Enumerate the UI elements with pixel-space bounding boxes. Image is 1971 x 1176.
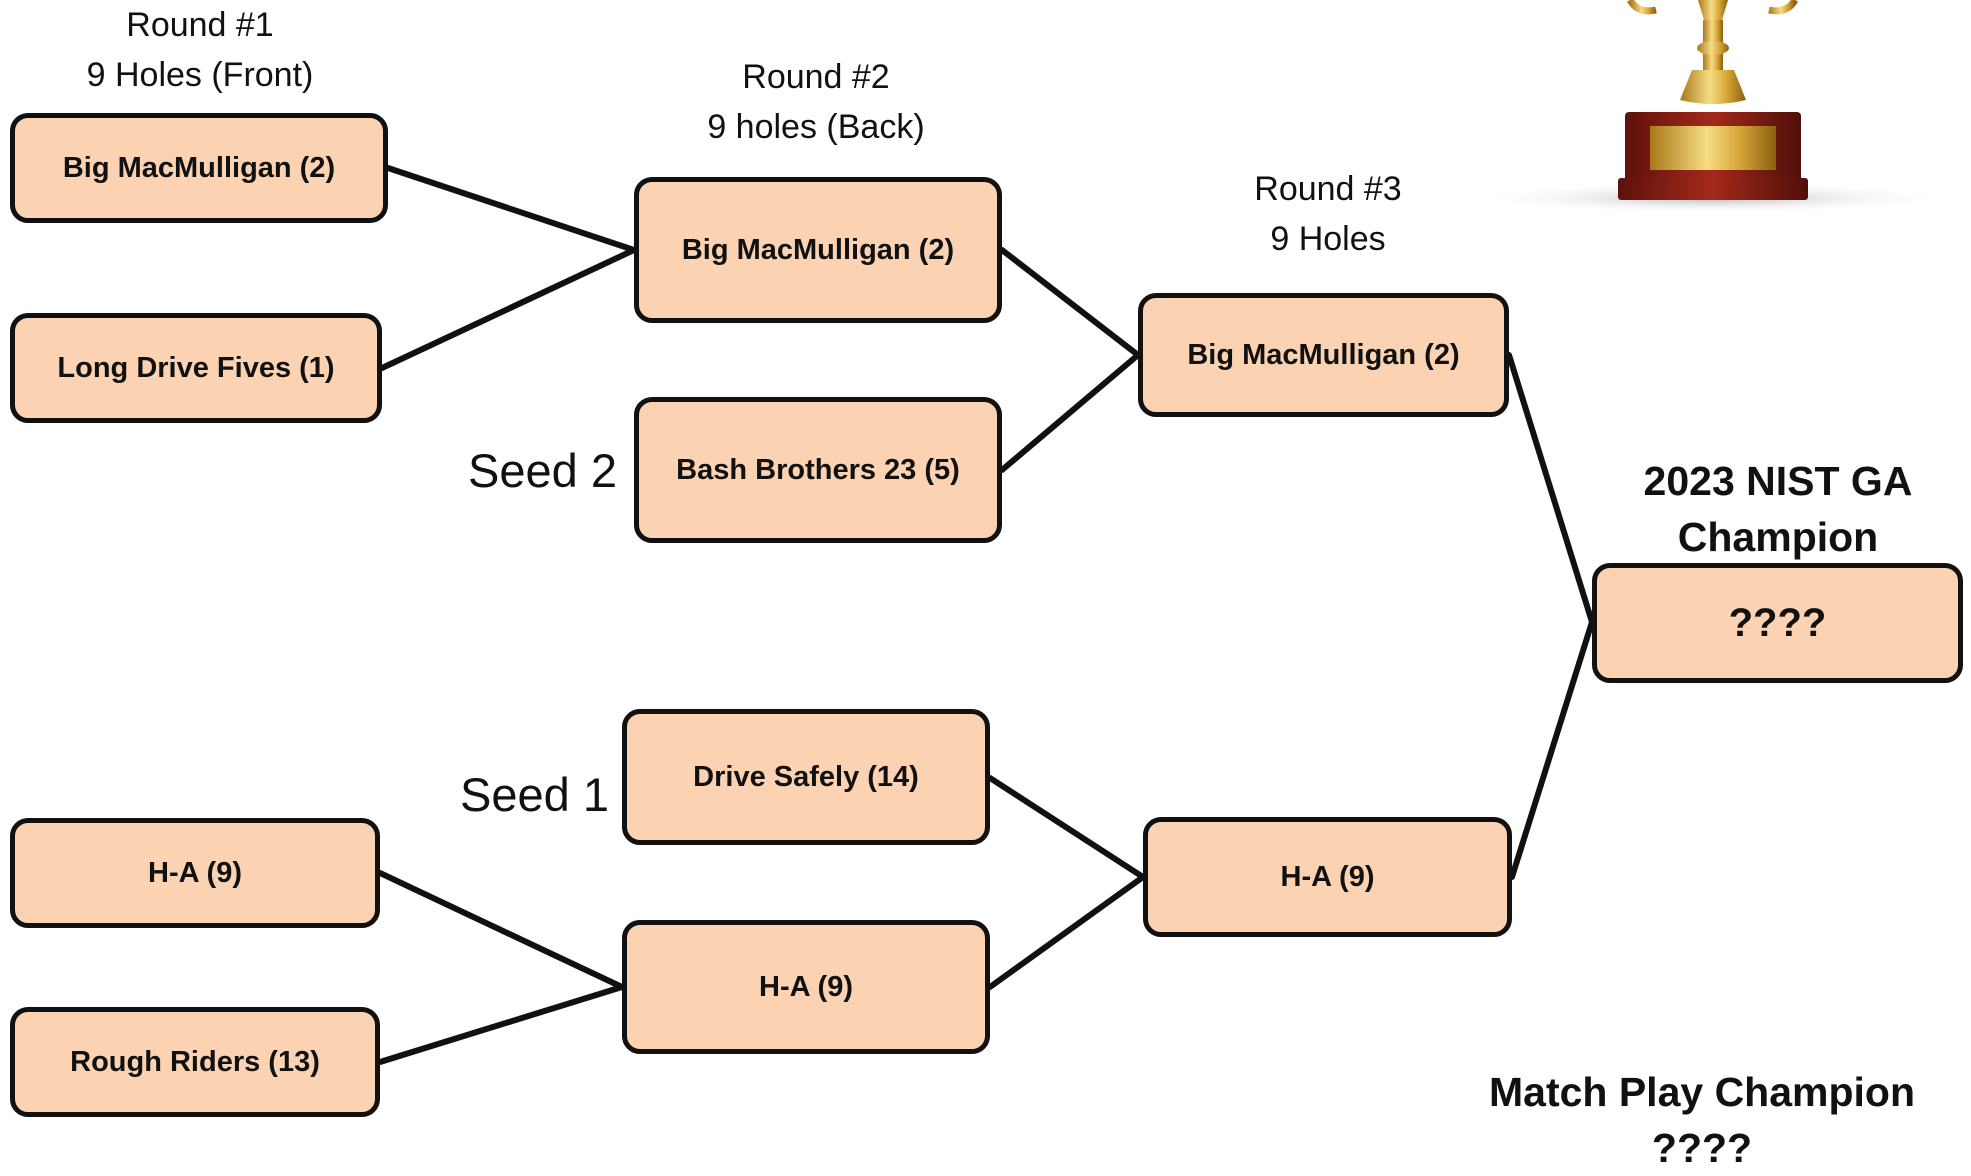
connector-line [377, 984, 625, 1065]
champion-name: ???? [1728, 600, 1827, 645]
connector-line [379, 247, 637, 371]
connector-line [1509, 619, 1595, 880]
team-box: Rough Riders (13) [10, 1007, 380, 1117]
connector-line [377, 870, 625, 990]
team-box: Drive Safely (14) [622, 709, 990, 845]
round-3-header: Round #3 9 Holes [1178, 164, 1478, 264]
connector-line [999, 247, 1141, 358]
champion-box: ???? [1592, 563, 1963, 683]
connector-line [987, 874, 1146, 990]
team-name: H-A (9) [1280, 860, 1375, 893]
team-name: Long Drive Fives (1) [57, 351, 335, 384]
team-name: Bash Brothers 23 (5) [676, 453, 960, 486]
team-name: H-A (9) [148, 856, 242, 889]
match-play-name: ???? [1651, 1125, 1753, 1171]
seed-2-label: Seed 2 [468, 444, 617, 497]
team-name: Rough Riders (13) [70, 1045, 320, 1078]
match-play-champion: Match Play Champion ???? [1452, 1064, 1952, 1176]
team-box: Bash Brothers 23 (5) [634, 397, 1002, 543]
team-name: Drive Safely (14) [693, 760, 919, 793]
champion-title: 2023 NIST GA Champion [1578, 453, 1971, 565]
connector-line [1506, 352, 1595, 625]
match-play-title: Match Play Champion [1488, 1069, 1915, 1115]
round-3-title: Round #3 [1254, 170, 1402, 208]
round-1-title: Round #1 [126, 6, 274, 44]
team-name: Big MacMulligan (2) [1187, 338, 1460, 371]
round-2-title: Round #2 [742, 58, 890, 96]
round-2-subtitle: 9 holes (Back) [707, 108, 925, 146]
champion-title-line2: Champion [1677, 514, 1879, 560]
round-1-subtitle: 9 Holes (Front) [86, 56, 314, 94]
team-box: H-A (9) [1143, 817, 1512, 937]
team-box: H-A (9) [10, 818, 380, 928]
trophy-icon [1472, 0, 1952, 214]
connector-line [999, 352, 1141, 473]
team-box: H-A (9) [622, 920, 990, 1054]
team-box: Big MacMulligan (2) [10, 113, 388, 223]
seed-1-label: Seed 1 [460, 768, 609, 821]
team-box: Big MacMulligan (2) [634, 177, 1002, 323]
team-name: Big MacMulligan (2) [681, 233, 955, 266]
connector-line [987, 775, 1146, 880]
team-name: H-A (9) [759, 970, 853, 1003]
connector-line [385, 165, 637, 253]
team-box: Big MacMulligan (2) [1138, 293, 1509, 417]
round-2-header: Round #2 9 holes (Back) [666, 52, 966, 152]
round-3-subtitle: 9 Holes [1270, 220, 1386, 258]
team-name: Big MacMulligan (2) [62, 151, 336, 184]
team-box: Long Drive Fives (1) [10, 313, 382, 423]
champion-title-line1: 2023 NIST GA [1643, 458, 1913, 504]
round-1-header: Round #1 9 Holes (Front) [50, 0, 350, 100]
